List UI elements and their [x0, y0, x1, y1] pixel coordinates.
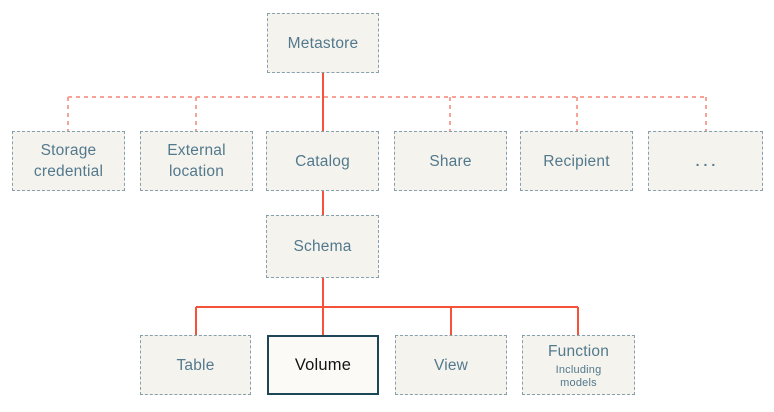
node-storage-credential-label: Storage credential [33, 142, 104, 180]
node-metastore-label: Metastore [287, 34, 359, 52]
node-volume: Volume [267, 335, 379, 395]
node-function-note: Including models [555, 363, 602, 389]
node-recipient-label: Recipient [543, 152, 610, 170]
node-metastore: Metastore [267, 13, 379, 73]
node-view: View [395, 335, 507, 395]
node-volume-label: Volume [294, 355, 352, 374]
node-storage-credential: Storage credential [12, 131, 125, 191]
node-table: Table [140, 335, 251, 395]
node-function-label: Function [547, 342, 610, 360]
node-more-ellipsis-label: ... [695, 152, 720, 169]
node-function: Function Including models [522, 335, 635, 395]
node-view-label: View [433, 356, 469, 374]
node-share: Share [394, 131, 507, 191]
node-recipient: Recipient [520, 131, 633, 191]
node-more-ellipsis: ... [648, 131, 763, 191]
node-schema-label: Schema [293, 238, 352, 255]
node-external-location-label: External location [167, 142, 226, 180]
node-catalog-label: Catalog [295, 152, 350, 170]
node-external-location: External location [140, 131, 253, 191]
node-share-label: Share [429, 152, 472, 170]
node-schema: Schema [266, 215, 379, 278]
node-table-label: Table [176, 356, 215, 374]
node-catalog: Catalog [266, 131, 379, 191]
